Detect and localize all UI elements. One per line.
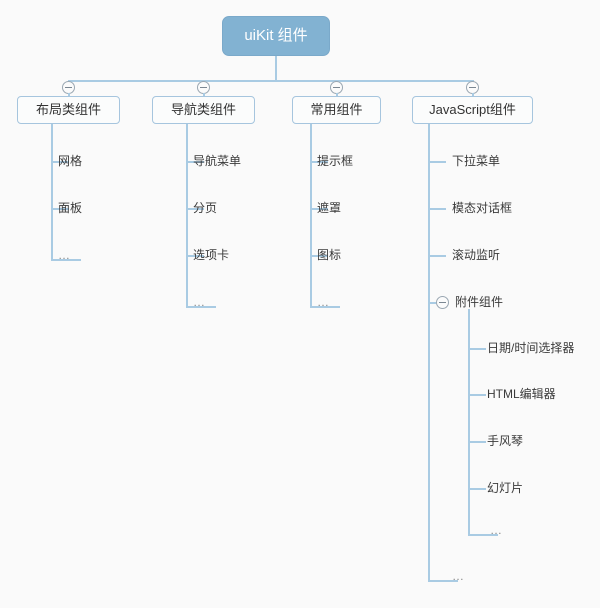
connector-toggle-to-cat-3 <box>336 93 338 96</box>
category-node-1[interactable]: 布局类组件 <box>17 96 120 124</box>
connector-leaf-4-1 <box>428 161 446 163</box>
leaf-item-2-4[interactable]: … <box>193 295 206 309</box>
connector-trunk-cat-2 <box>186 124 188 308</box>
connector-leaf-3-3 <box>310 255 328 257</box>
connector-leaf-2-1 <box>186 161 204 163</box>
leaf-item-4-2[interactable]: 模态对话框 <box>452 201 513 215</box>
connector-trunk-cat-1 <box>51 124 53 261</box>
leaf-item-5-4[interactable]: 幻灯片 <box>487 481 524 495</box>
connector-leaf-5-1 <box>468 348 486 350</box>
connector-leaf-5-3 <box>468 441 486 443</box>
connector-toggle-to-cat-1 <box>68 93 70 96</box>
connector-level2-bus <box>68 80 473 82</box>
leaf-item-5-1[interactable]: 日期/时间选择器 <box>487 341 575 355</box>
collapse-minus-icon-subgroup[interactable] <box>436 296 449 309</box>
connector-leaf-4-5 <box>428 580 458 582</box>
connector-leaf-1-2 <box>51 208 69 210</box>
connector-leaf-5-2 <box>468 394 486 396</box>
connector-trunk-cat-3 <box>310 124 312 308</box>
root-node[interactable]: uiKit 组件 <box>222 16 330 56</box>
connector-toggle-to-cat-4 <box>472 93 474 96</box>
connector-leaf-2-3 <box>186 255 204 257</box>
leaf-item-4-5[interactable]: … <box>452 569 465 583</box>
leaf-item-2-3[interactable]: 选项卡 <box>193 248 230 262</box>
connector-leaf-2-4 <box>186 306 216 308</box>
leaf-item-5-3[interactable]: 手风琴 <box>487 434 524 448</box>
connector-leaf-3-2 <box>310 208 328 210</box>
leaf-item-3-2[interactable]: 遮罩 <box>317 201 342 215</box>
connector-toggle-to-cat-2 <box>203 93 205 96</box>
connector-leaf-4-4 <box>428 302 436 304</box>
leaf-item-3-1[interactable]: 提示框 <box>317 154 354 168</box>
connector-trunk-subgroup <box>468 309 470 536</box>
category-node-2[interactable]: 导航类组件 <box>152 96 255 124</box>
leaf-item-3-4[interactable]: … <box>317 295 330 309</box>
subgroup-node-attachments[interactable]: 附件组件 <box>455 295 504 309</box>
connector-leaf-4-2 <box>428 208 446 210</box>
connector-leaf-4-3 <box>428 255 446 257</box>
connector-leaf-5-4 <box>468 488 486 490</box>
connector-root-to-bus <box>275 56 277 81</box>
connector-leaf-1-1 <box>51 161 69 163</box>
leaf-item-3-3[interactable]: 图标 <box>317 248 342 262</box>
collapse-minus-icon-cat-1[interactable] <box>62 81 75 94</box>
leaf-item-2-2[interactable]: 分页 <box>193 201 218 215</box>
connector-leaf-5-5 <box>468 534 498 536</box>
leaf-item-4-3[interactable]: 滚动监听 <box>452 248 501 262</box>
connector-leaf-1-3 <box>51 259 81 261</box>
leaf-item-1-3[interactable]: … <box>58 248 71 262</box>
leaf-item-1-2[interactable]: 面板 <box>58 201 83 215</box>
leaf-item-2-1[interactable]: 导航菜单 <box>193 154 242 168</box>
connector-trunk-cat-4 <box>428 124 430 582</box>
connector-leaf-3-1 <box>310 161 328 163</box>
leaf-item-4-1[interactable]: 下拉菜单 <box>452 154 501 168</box>
connector-leaf-3-4 <box>310 306 340 308</box>
leaf-item-5-2[interactable]: HTML编辑器 <box>487 387 556 401</box>
leaf-item-5-5[interactable]: … <box>490 523 503 537</box>
category-node-4[interactable]: JavaScript组件 <box>412 96 533 124</box>
leaf-item-1-1[interactable]: 网格 <box>58 154 83 168</box>
category-node-3[interactable]: 常用组件 <box>292 96 381 124</box>
connector-leaf-2-2 <box>186 208 204 210</box>
